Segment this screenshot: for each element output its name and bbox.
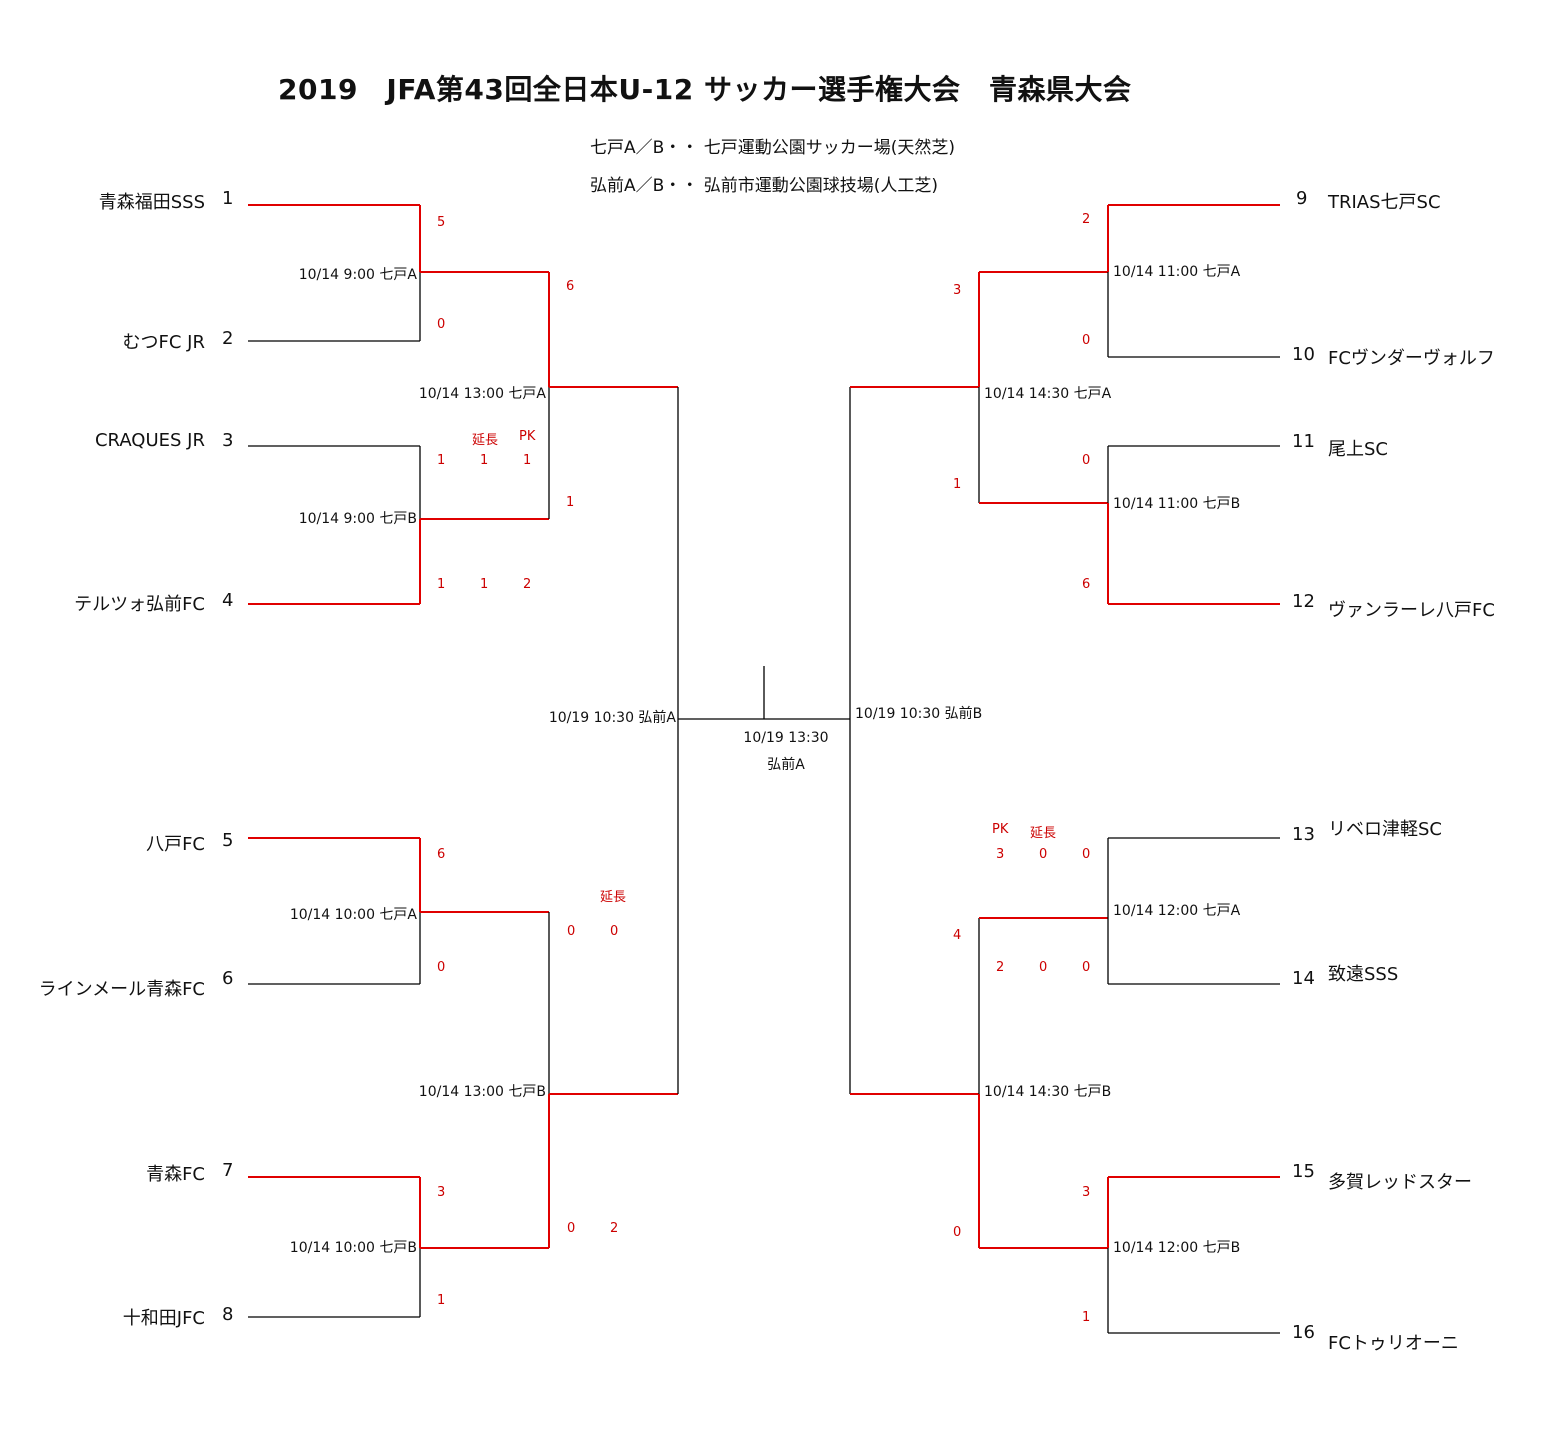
score-q1-top: 6 [566, 279, 575, 294]
semi-2-label: 10/19 10:30 弘前B [855, 706, 983, 722]
match-6-label: 10/14 11:00 七戸B [1113, 496, 1241, 512]
score-q2-top-regular: 0 [567, 924, 576, 939]
match-3-label: 10/14 10:00 七戸A [289, 907, 417, 923]
score-m4-bottom: 1 [437, 1293, 446, 1308]
score-m2-header-pk: PK [519, 429, 536, 444]
team-11-seed: 11 [1292, 431, 1315, 452]
match-8-label: 10/14 12:00 七戸B [1113, 1240, 1241, 1256]
team-14-name: 致遠SSS [1328, 964, 1399, 985]
team-16-name: FCトゥリオーニ [1328, 1333, 1459, 1354]
score-m2-top-extra: 1 [480, 453, 489, 468]
score-q2-bottom-regular: 0 [567, 1221, 576, 1236]
score-m2-top-pk: 1 [523, 453, 532, 468]
team-9-seed: 9 [1296, 188, 1308, 209]
score-m5-top: 2 [1082, 212, 1091, 227]
team-13-name: リベロ津軽SC [1328, 819, 1442, 840]
score-m3-top: 6 [437, 847, 446, 862]
score-m2-bottom-extra: 1 [480, 577, 489, 592]
team-8-name: 十和田JFC [122, 1308, 205, 1329]
score-q2-top-extra: 0 [610, 924, 619, 939]
team-7-seed: 7 [222, 1160, 234, 1181]
quarter-2-label: 10/14 13:00 七戸B [418, 1084, 546, 1100]
quarter-1-label: 10/14 13:00 七戸A [418, 386, 546, 402]
team-10-seed: 10 [1292, 344, 1315, 365]
score-m7-bottom-extra: 0 [1039, 960, 1048, 975]
final-venue: 弘前A [767, 757, 805, 773]
team-1-seed: 1 [222, 188, 234, 209]
team-3-seed: 3 [222, 430, 234, 451]
score-q2-bottom-extra: 2 [610, 1221, 619, 1236]
score-m7-bottom-regular: 0 [1082, 960, 1091, 975]
team-6-seed: 6 [222, 968, 234, 989]
team-11-name: 尾上SC [1328, 439, 1388, 460]
match-5-label: 10/14 11:00 七戸A [1113, 264, 1241, 280]
score-m1-bottom: 0 [437, 317, 446, 332]
team-6-name: ラインメール青森FC [38, 979, 205, 1000]
match-2-label: 10/14 9:00 七戸B [298, 511, 417, 527]
venue-note-hirosaki: 弘前A／B・・ 弘前市運動公園球技場(人工芝) [590, 176, 938, 196]
venue-note-shichinohe: 七戸A／B・・ 七戸運動公園サッカー場(天然芝) [590, 138, 955, 158]
score-q1-bottom: 1 [566, 495, 575, 510]
match-1-label: 10/14 9:00 七戸A [298, 267, 417, 283]
team-1-name: 青森福田SSS [98, 192, 205, 213]
team-8-seed: 8 [222, 1304, 234, 1325]
team-16-seed: 16 [1292, 1322, 1315, 1343]
score-m2-bottom-regular: 1 [437, 577, 446, 592]
score-m6-top: 0 [1082, 453, 1091, 468]
team-10-name: FCヴンダーヴォルフ [1328, 348, 1495, 369]
score-m5-bottom: 0 [1082, 333, 1091, 348]
team-7-name: 青森FC [146, 1164, 205, 1185]
quarter-3-label: 10/14 14:30 七戸A [984, 386, 1112, 402]
quarter-4-label: 10/14 14:30 七戸B [984, 1084, 1112, 1100]
team-4-name: テルツォ弘前FC [74, 594, 205, 615]
team-15-seed: 15 [1292, 1161, 1315, 1182]
match-4-label: 10/14 10:00 七戸B [289, 1240, 417, 1256]
score-m7-top-regular: 0 [1082, 847, 1091, 862]
page-title: 2019 JFA第43回全日本U-12 サッカー選手権大会 青森県大会 [278, 73, 1132, 106]
team-9-name: TRIAS七戸SC [1328, 192, 1441, 213]
team-3-name: CRAQUES JR [94, 430, 205, 451]
team-14-seed: 14 [1292, 968, 1315, 989]
team-12-name: ヴァンラーレ八戸FC [1328, 600, 1495, 621]
score-m2-top-regular: 1 [437, 453, 446, 468]
score-q4-top: 4 [953, 928, 962, 943]
team-12-seed: 12 [1292, 591, 1315, 612]
score-m7-top-pk: 3 [996, 847, 1005, 862]
team-2-name: むつFC JR [122, 332, 205, 353]
score-m8-bottom: 1 [1082, 1310, 1091, 1325]
score-m7-top-extra: 0 [1039, 847, 1048, 862]
team-4-seed: 4 [222, 590, 234, 611]
team-2-seed: 2 [222, 328, 234, 349]
score-m2-header-extra: 延長 [472, 433, 499, 448]
team-15-name: 多賀レッドスター [1328, 1172, 1472, 1193]
score-m8-top: 3 [1082, 1185, 1091, 1200]
semi-1-label: 10/19 10:30 弘前A [548, 710, 676, 726]
score-m3-bottom: 0 [437, 960, 446, 975]
team-13-seed: 13 [1292, 824, 1315, 845]
score-q3-top: 3 [953, 283, 962, 298]
score-m2-bottom-pk: 2 [523, 577, 532, 592]
score-m4-top: 3 [437, 1185, 446, 1200]
score-m7-bottom-pk: 2 [996, 960, 1005, 975]
score-q4-bottom: 0 [953, 1225, 962, 1240]
score-m1-top: 5 [437, 215, 446, 230]
team-5-seed: 5 [222, 830, 234, 851]
team-5-name: 八戸FC [146, 834, 205, 855]
score-q3-bottom: 1 [953, 477, 962, 492]
score-q2-header-extra: 延長 [600, 890, 627, 905]
match-7-label: 10/14 12:00 七戸A [1113, 903, 1241, 919]
final-time: 10/19 13:30 [743, 730, 829, 746]
score-m7-header-extra: 延長 [1030, 826, 1057, 841]
score-m6-bottom: 6 [1082, 577, 1091, 592]
score-m7-header-pk: PK [992, 822, 1009, 837]
